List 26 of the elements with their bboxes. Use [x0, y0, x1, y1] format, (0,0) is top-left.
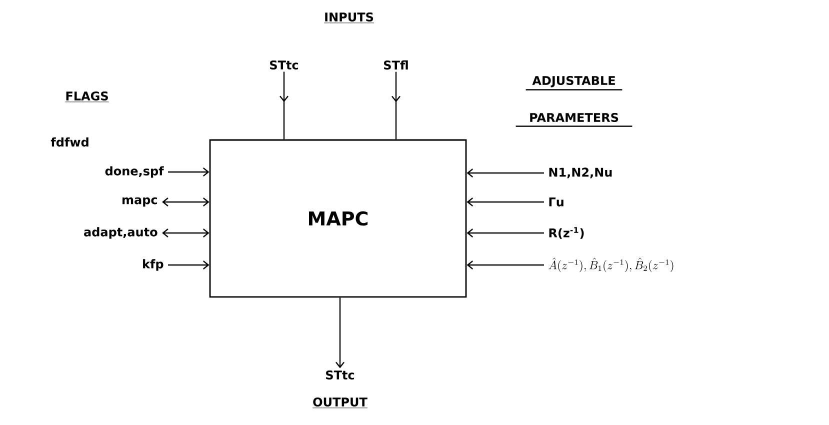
flag-label: done,spf — [105, 166, 164, 178]
input-label: STtc — [270, 60, 298, 70]
arrow — [466, 198, 544, 206]
arrow — [168, 260, 210, 270]
process-box: MAPC — [209, 139, 467, 298]
parameter-label: R(z$^{-1}$) — [549, 227, 584, 239]
heading: ADJUSTABLE PARAMETERS — [530, 76, 618, 122]
parameter-label: N1,N2,Nu — [549, 168, 612, 178]
output-label: STtc — [326, 370, 354, 380]
flag-label: adapt,auto — [84, 227, 158, 239]
heading: OUTPUT — [312, 397, 368, 408]
flag-label: fdfwd — [50, 137, 88, 147]
parameter-label: Γu — [549, 198, 564, 206]
arrow — [162, 198, 210, 206]
flag-label: kfp — [143, 259, 164, 271]
heading: FLAGS — [65, 91, 110, 102]
heading: INPUTS — [324, 12, 374, 24]
arrow — [168, 168, 210, 176]
arrow — [466, 260, 544, 270]
parameter-label: $\hat{A}(z^{-1}),\hat{B}_1(z^{-1}),\hat{B}_2(z^{-1})$ — [548, 258, 674, 272]
arrow — [336, 298, 344, 368]
arrow — [466, 228, 544, 238]
flag-label: mapc — [122, 197, 157, 207]
arrow — [162, 228, 210, 238]
input-label: STfl — [384, 60, 408, 70]
arrow — [466, 168, 544, 178]
